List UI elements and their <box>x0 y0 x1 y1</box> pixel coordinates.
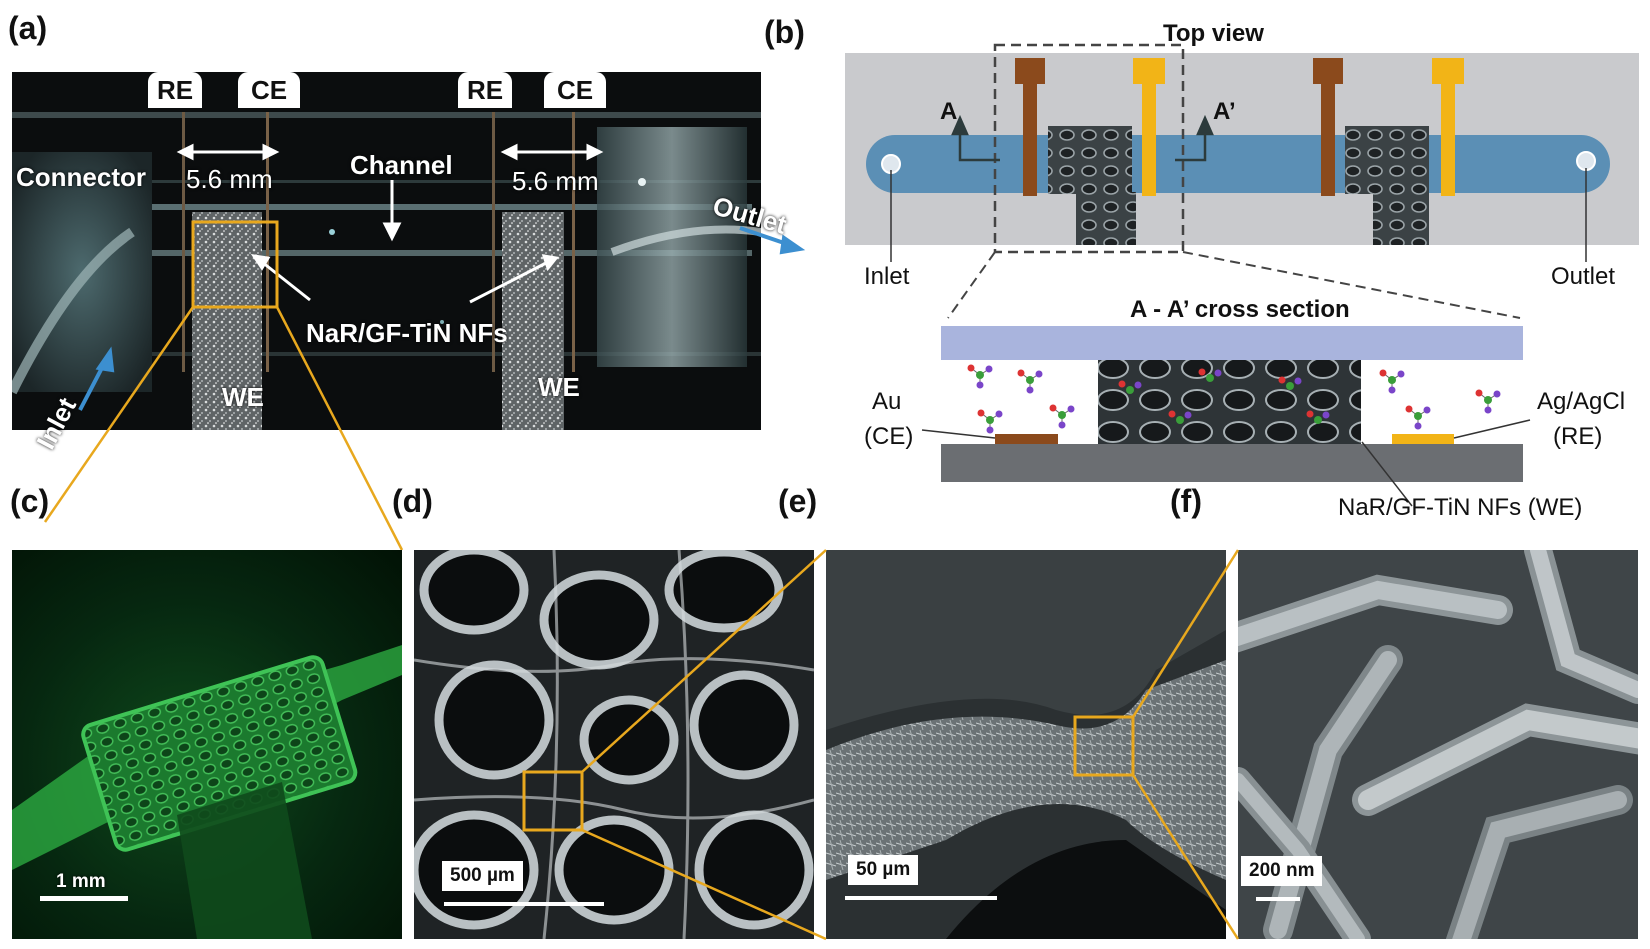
cover-layer <box>941 326 1523 360</box>
channel-label: Channel <box>350 150 453 180</box>
working-electrode-1 <box>1048 126 1132 194</box>
outlet-text: Outlet <box>1551 263 1616 290</box>
scalebar-c-line <box>40 896 128 901</box>
we-label: NaR/GF-TiN NFs (WE) <box>1338 494 1583 521</box>
scalebar-e-label: 50 µm <box>848 855 919 885</box>
au-electrode-1 <box>1023 82 1037 196</box>
panel-label-e: (e) <box>778 483 818 519</box>
ce-label: (CE) <box>864 423 914 450</box>
fluorescence-image <box>12 550 402 939</box>
cross-section-agcl <box>1392 434 1454 444</box>
au-label: Au <box>872 388 902 415</box>
panel-label-c: (c) <box>10 483 50 519</box>
cross-section-title: A - A’ cross section <box>1130 296 1350 323</box>
scalebar-f-label: 200 nm <box>1241 856 1323 886</box>
ag-electrode-2 <box>1441 82 1455 196</box>
panel-label-a: (a) <box>8 10 48 46</box>
molecules <box>967 364 1501 434</box>
flow-channel <box>866 135 1610 193</box>
inlet-text: Inlet <box>864 263 910 290</box>
cross-section-we <box>1098 360 1361 444</box>
tab-ce-1: CE <box>238 72 300 108</box>
section-mark-a-prime: A’ <box>1213 98 1236 125</box>
ag-electrode-1 <box>1142 82 1156 196</box>
panel-label-b: (b) <box>764 14 805 50</box>
nanofibers-label: NaR/GF-TiN NFs <box>306 318 508 348</box>
tab-ce-2: CE <box>544 72 606 108</box>
distance-label-1: 5.6 mm <box>186 164 273 194</box>
we-label-1: WE <box>222 382 264 412</box>
scalebar-e-line <box>845 896 997 900</box>
agcl-label: Ag/AgCl <box>1537 388 1626 415</box>
distance-label-2: 5.6 mm <box>512 166 599 196</box>
au-electrode-2 <box>1321 82 1335 196</box>
re-label: (RE) <box>1553 423 1603 450</box>
tab-re-1: RE <box>148 72 202 108</box>
outlet-port <box>1576 151 1596 171</box>
scalebar-d-line <box>444 902 604 906</box>
we-label-2: WE <box>538 372 580 402</box>
cross-section-au <box>995 434 1058 444</box>
scalebar-c-label: 1 mm <box>56 871 106 892</box>
top-view-title: Top view <box>1163 20 1264 47</box>
bottom-substrate <box>941 444 1523 482</box>
working-electrode-2 <box>1345 126 1429 194</box>
section-line <box>951 114 1214 162</box>
connector-label: Connector <box>16 162 146 192</box>
scalebar-f-line <box>1256 897 1300 901</box>
scalebar-d-label: 500 µm <box>442 861 523 891</box>
selection-box <box>993 43 1185 254</box>
panel-label-f: (f) <box>1170 483 1202 519</box>
tab-re-2: RE <box>458 72 512 108</box>
section-mark-a: A <box>940 98 958 125</box>
fluorescence-drawing <box>12 645 402 939</box>
